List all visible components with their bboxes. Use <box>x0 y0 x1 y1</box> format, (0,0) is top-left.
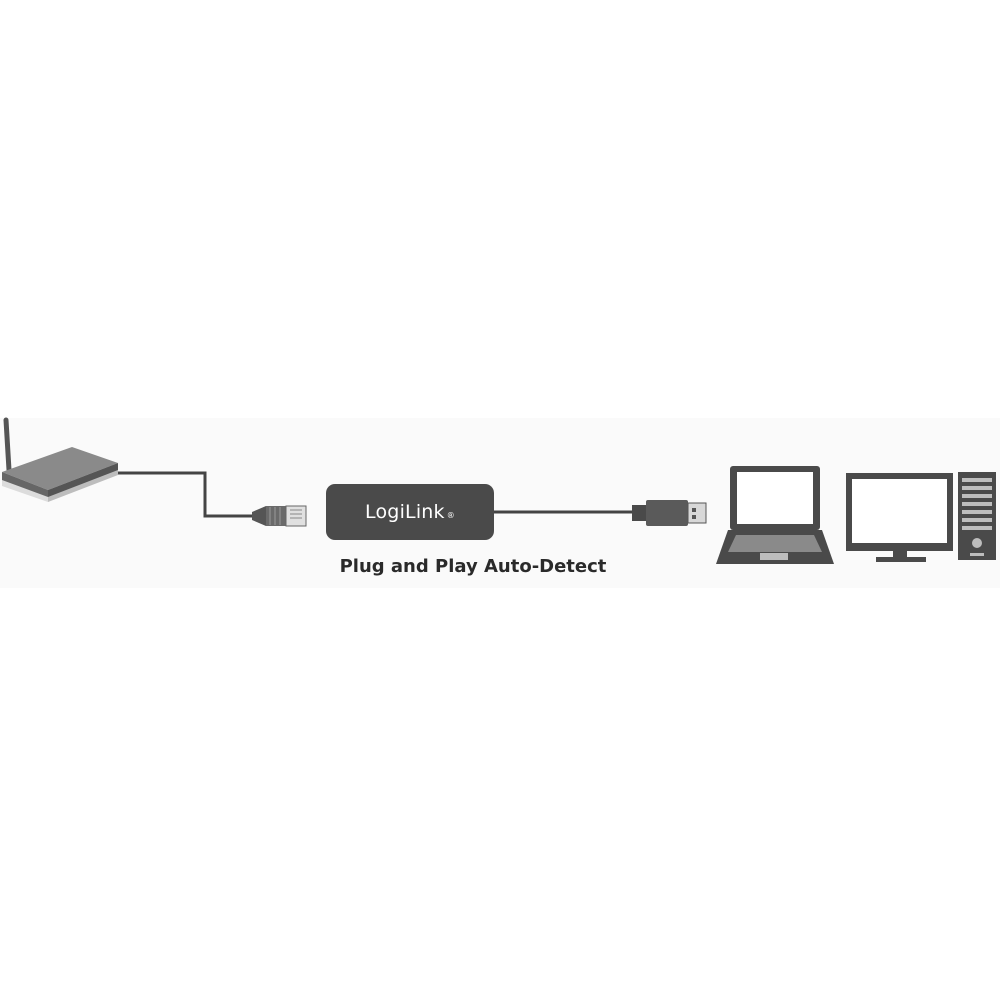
adapter-brand-logo: LogiLink® <box>326 484 494 540</box>
ethernet-cable <box>118 471 255 518</box>
router-icon <box>2 417 118 502</box>
background-band <box>0 418 1000 588</box>
desktop-monitor-icon <box>846 473 953 562</box>
usb-ethernet-adapter-icon <box>326 484 494 540</box>
adapter-brand-text: LogiLink <box>365 501 445 523</box>
diagram-caption: Plug and Play Auto-Detect <box>339 556 607 577</box>
laptop-icon <box>716 466 834 564</box>
registered-mark: ® <box>446 511 455 520</box>
usb-plug-icon <box>632 500 707 526</box>
desktop-computer-icon <box>958 472 996 560</box>
rj45-plug-icon <box>252 505 307 527</box>
